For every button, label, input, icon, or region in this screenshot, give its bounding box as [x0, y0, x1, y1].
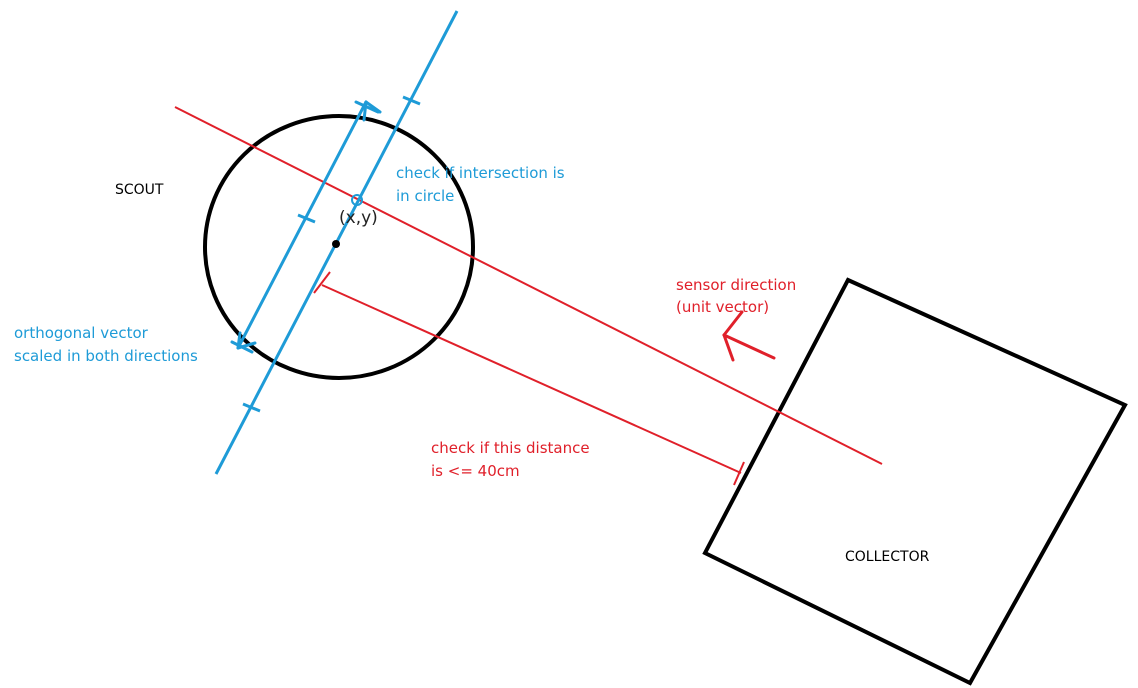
check-intersection-line-1: check if intersection is [396, 164, 565, 182]
scout-label: SCOUT [115, 182, 164, 198]
check-intersection-line-2: in circle [396, 187, 455, 205]
collector-label: COLLECTOR [845, 549, 930, 565]
scout-center-dot [332, 240, 340, 248]
sensor-direction-line-1: sensor direction [676, 276, 797, 294]
intersection-marker [351, 194, 363, 206]
sensor-direction-line-2: (unit vector) [676, 298, 770, 316]
distance-check-line-2: is <= 40cm [431, 462, 520, 480]
sensor-line [174, 106, 883, 465]
orthogonal-vector-line-1: orthogonal vector [14, 324, 148, 342]
scout-circle [203, 114, 475, 380]
sensor-direction-arrow [722, 310, 776, 362]
collector-box [702, 277, 1128, 686]
distance-measure-line [313, 271, 745, 486]
orthogonal-vector-line-2: scaled in both directions [14, 347, 198, 365]
intersection-point-label: (x,y) [339, 208, 378, 228]
distance-check-line-1: check if this distance [431, 439, 590, 457]
orthogonal-vector-arrow [230, 100, 382, 354]
